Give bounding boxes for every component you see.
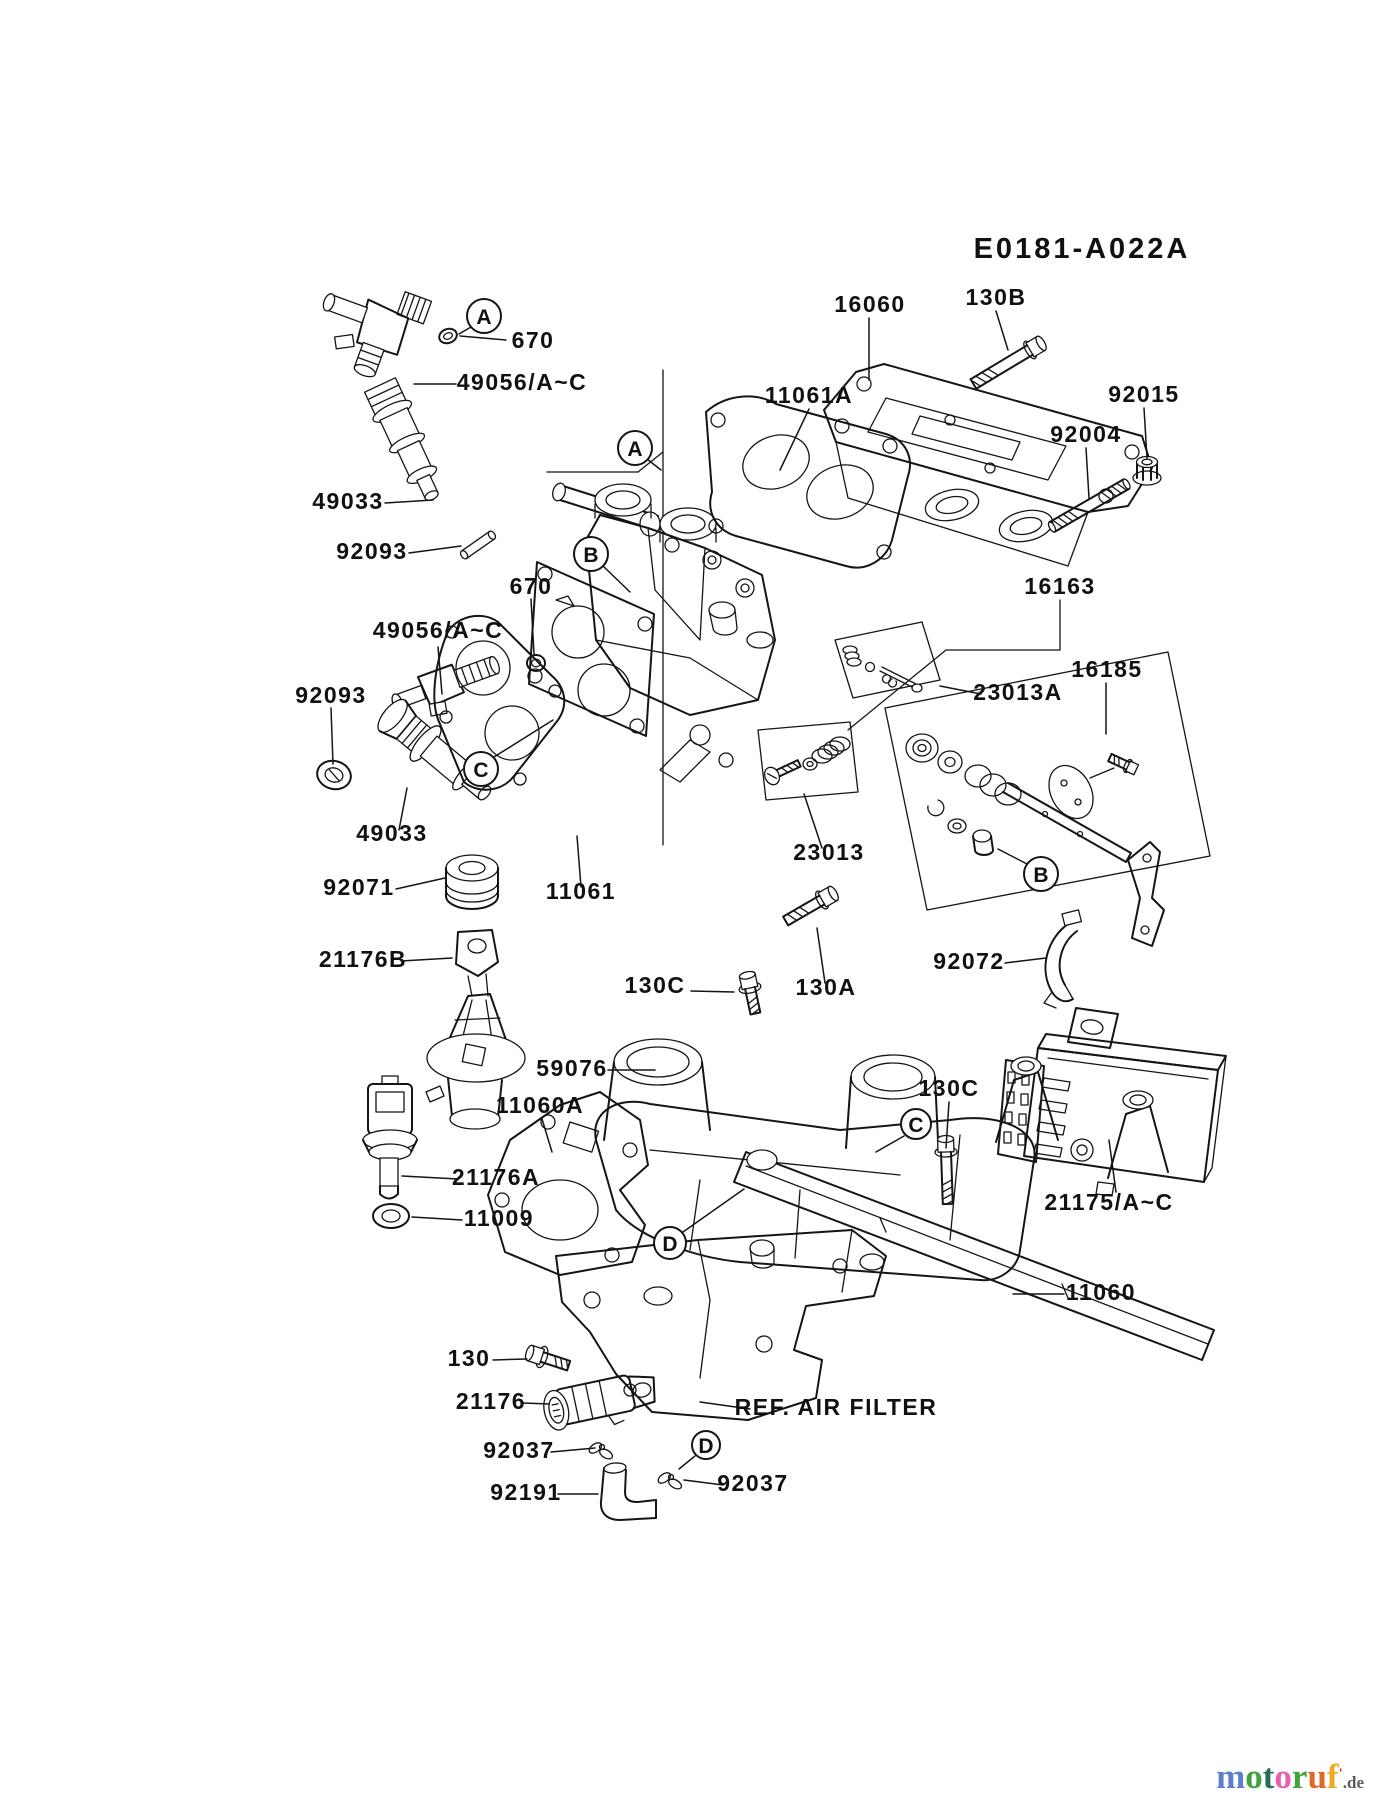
callout-c-2: C (900, 1108, 932, 1140)
grommet-92071-drawing (445, 854, 499, 910)
part-label-11061a: 11061A (765, 382, 853, 408)
part-label-130c-2: 130C (919, 1075, 980, 1101)
part-label-130a: 130A (796, 974, 857, 1000)
part-label-92015: 92015 (1108, 381, 1179, 407)
part-label-49056-2: 49056/A~C (373, 617, 504, 643)
part-label-11060a: 11060A (496, 1092, 584, 1118)
callout-c-1-letter: C (473, 759, 488, 782)
callout-a-2: A (617, 430, 653, 466)
callout-d-2: D (691, 1430, 721, 1460)
part-label-92004: 92004 (1050, 421, 1121, 447)
watermark-suffix: .de (1342, 1773, 1364, 1792)
section-lines (546, 369, 1061, 846)
part-label-16185: 16185 (1071, 656, 1142, 682)
part-label-16163: 16163 (1024, 573, 1095, 599)
part-label-130b: 130B (966, 284, 1027, 310)
part-label-92037-2: 92037 (717, 1470, 788, 1496)
stud-92004-drawing (1047, 478, 1131, 533)
holder-21176b-drawing (425, 929, 526, 1130)
watermark-letter: t (1262, 1757, 1275, 1796)
gasket-11060a-drawing (487, 1091, 649, 1276)
callout-b-2: B (1023, 856, 1059, 892)
nut-92015-drawing (1132, 455, 1162, 486)
bracket-air-filter-drawing (555, 1229, 887, 1421)
part-label-92093-1: 92093 (336, 538, 407, 564)
manifold-16060-drawing (823, 363, 1153, 567)
part-label-49033-2: 49033 (356, 820, 427, 846)
kit-23013a-drawing (834, 621, 941, 699)
bolt-130b-drawing (969, 335, 1047, 390)
part-label-130: 130 (448, 1345, 491, 1371)
part-label-92093-2: 92093 (295, 682, 366, 708)
callout-a-2-letter: A (627, 438, 642, 461)
watermark-letter: f (1326, 1757, 1339, 1796)
leader-lines (330, 310, 1148, 1495)
pin-92093-1-drawing (459, 530, 497, 560)
watermark-letter: o (1245, 1757, 1263, 1796)
part-label-21176b: 21176B (319, 946, 407, 972)
watermark-mark: ' (1338, 1766, 1343, 1782)
part-label-21175: 21175/A~C (1044, 1189, 1173, 1215)
part-label-16060: 16060 (834, 291, 905, 317)
part-label-130c-1: 130C (625, 972, 686, 998)
watermark-letter: o (1274, 1757, 1292, 1796)
callout-b-2-letter: B (1033, 864, 1048, 887)
callout-d-1: D (653, 1226, 687, 1260)
o-ring-670-1-drawing (438, 327, 458, 345)
motoruf-watermark-logo[interactable]: motoruf'.de (1216, 1759, 1364, 1794)
callout-c-1: C (463, 751, 499, 787)
callout-b-1: B (573, 536, 609, 572)
part-label-49056-1: 49056/A~C (457, 369, 588, 395)
bolt-130c-1-drawing (738, 970, 762, 1016)
kit-23013-drawing (757, 721, 859, 801)
watermark-letter: m (1216, 1757, 1246, 1796)
sensor-21176-drawing (543, 1374, 656, 1431)
diagram-code-title: E0181-A022A (974, 233, 1191, 265)
ref-air-filter-note: REF. AIR FILTER (735, 1394, 938, 1420)
part-label-92072: 92072 (933, 948, 1004, 974)
callout-b-1-letter: B (583, 544, 598, 567)
watermark-letter: u (1307, 1757, 1327, 1796)
part-label-92037-1: 92037 (483, 1437, 554, 1463)
part-label-21176a: 21176A (452, 1164, 540, 1190)
clamp-band-92072-drawing (1043, 909, 1083, 1009)
callout-d-1-letter: D (662, 1233, 677, 1256)
fuel-fitting-49056-1-drawing (322, 291, 433, 378)
part-label-23013: 23013 (793, 839, 864, 865)
clamp-92037-1-drawing (588, 1442, 614, 1460)
part-label-59076: 59076 (536, 1055, 607, 1081)
washer-11009-drawing (372, 1203, 410, 1229)
bolt-130a-drawing (782, 885, 839, 927)
gasket-11061-drawing (433, 614, 566, 791)
detail-box-16185-drawing (884, 651, 1211, 947)
rail-11060-drawing (733, 1149, 1215, 1361)
part-label-670-1: 670 (512, 327, 555, 353)
part-label-92071: 92071 (323, 874, 394, 900)
callout-d-2-letter: D (698, 1435, 713, 1458)
part-label-11061: 11061 (546, 878, 616, 904)
part-label-49033-1: 49033 (312, 488, 383, 514)
seal-92093-2-drawing (316, 759, 352, 791)
bolt-130-drawing (524, 1344, 572, 1372)
part-label-21176: 21176 (456, 1388, 526, 1414)
throttle-body-drawing (527, 482, 776, 783)
watermark-letter: r (1291, 1757, 1308, 1796)
callout-a-1-letter: A (476, 306, 491, 329)
hose-92191-drawing (599, 1462, 657, 1521)
part-label-11060: 11060 (1066, 1279, 1136, 1305)
gasket-11061a-drawing (705, 395, 911, 569)
part-label-92191: 92191 (490, 1479, 561, 1505)
clamp-92037-2-drawing (657, 1472, 683, 1490)
callout-a-1: A (466, 298, 502, 334)
part-label-670-2: 670 (510, 573, 553, 599)
part-label-11009: 11009 (464, 1205, 534, 1231)
spring-23013 (811, 736, 851, 764)
injector-49033-1-drawing (363, 377, 439, 501)
part-label-23013a: 23013A (973, 679, 1063, 705)
sensor-21176a-drawing (362, 1075, 418, 1200)
callout-c-2-letter: C (908, 1114, 923, 1137)
